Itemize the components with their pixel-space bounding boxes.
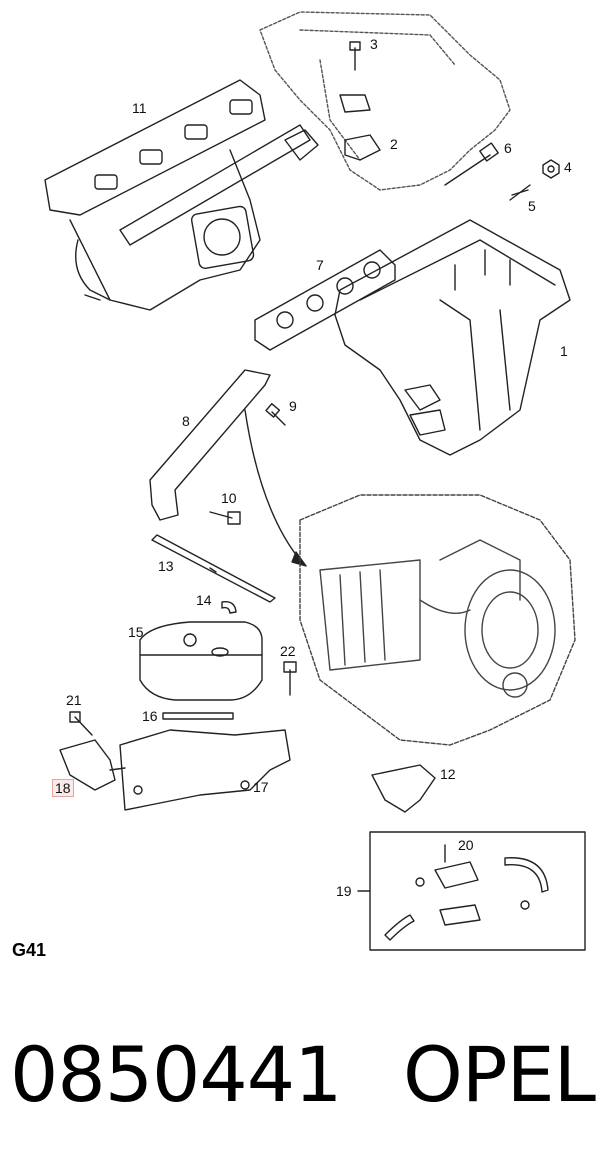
part-number: 0850441 xyxy=(10,1030,342,1119)
callout-18: 18 xyxy=(52,779,74,797)
hose-16 xyxy=(162,712,234,720)
intake-manifold-fuel-rail xyxy=(44,79,319,311)
part-info: 0850441 OPEL xyxy=(10,1030,596,1120)
callout-8: 8 xyxy=(182,413,190,429)
callout-9: 9 xyxy=(289,398,297,414)
callout-4: 4 xyxy=(564,159,572,175)
callout-17: 17 xyxy=(253,779,269,795)
callout-20: 20 xyxy=(458,837,474,853)
callout-14: 14 xyxy=(196,592,212,608)
callout-2: 2 xyxy=(390,136,398,152)
brand-name: OPEL xyxy=(402,1030,596,1119)
callout-10: 10 xyxy=(221,490,237,506)
callout-22: 22 xyxy=(280,643,296,659)
solenoid-valve-18 xyxy=(59,739,126,791)
exploded-parts-diagram xyxy=(44,11,586,951)
callout-19: 19 xyxy=(336,883,352,899)
callout-21: 21 xyxy=(66,692,82,708)
callout-3: 3 xyxy=(370,36,378,52)
callout-11: 11 xyxy=(132,100,147,116)
sensor-12 xyxy=(371,764,436,813)
bolt-10 xyxy=(209,511,241,525)
bolt-6 xyxy=(444,142,499,186)
callout-1: 1 xyxy=(560,343,568,359)
callout-15: 15 xyxy=(128,624,144,640)
resonator-box xyxy=(139,621,263,701)
cylinder-head-detail xyxy=(339,41,381,161)
cylinder-head-drawing xyxy=(259,11,511,191)
callout-13: 13 xyxy=(158,558,174,574)
callout-16: 16 xyxy=(142,708,158,724)
elbow-hose-14 xyxy=(221,601,237,614)
bolt-21 xyxy=(69,711,93,736)
callout-7: 7 xyxy=(316,257,324,273)
manifold-gasket xyxy=(254,249,396,351)
group-code: G41 xyxy=(12,940,47,960)
bolt-22 xyxy=(283,661,297,696)
engine-block xyxy=(299,494,576,746)
callout-6: 6 xyxy=(504,140,512,156)
injectors xyxy=(94,99,253,190)
nut-4 xyxy=(542,159,560,179)
callout-12: 12 xyxy=(440,766,456,782)
bolt-9 xyxy=(265,403,286,426)
stud-5 xyxy=(509,184,531,201)
callout-5: 5 xyxy=(528,198,536,214)
hose-13 xyxy=(151,534,276,603)
support-bracket xyxy=(149,369,271,521)
plastic-intake-manifold xyxy=(334,219,571,456)
mounting-bracket-17 xyxy=(119,729,291,811)
inset-box xyxy=(357,831,586,951)
assembly-arrow xyxy=(244,409,301,561)
